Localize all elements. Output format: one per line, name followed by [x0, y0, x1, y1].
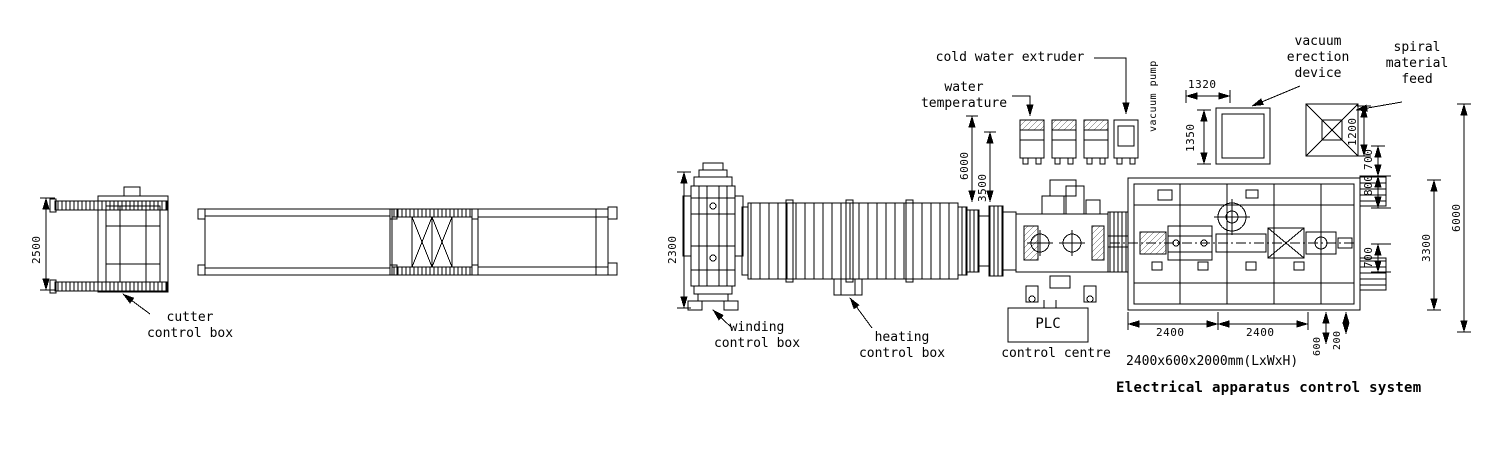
- dim-600: 600: [1312, 336, 1323, 356]
- dim-700-bottom: 700: [1362, 246, 1375, 268]
- cabinet-size-note: 2400x600x2000mm(LxWxH): [1126, 354, 1299, 369]
- dim-6000-left: 6000: [958, 151, 971, 181]
- cutter-line-drawing: [40, 186, 618, 315]
- dim-2300: 2300: [666, 235, 679, 265]
- dim-6000-right: 6000: [1450, 203, 1463, 233]
- dim-2400-right: 2400: [1246, 326, 1275, 339]
- feed-section-drawing: [1185, 85, 1403, 165]
- cutter-control-box-label: cutter control box: [146, 310, 234, 341]
- extrusion-line-drawing: [677, 57, 1139, 343]
- plc-box-text: PLC: [1035, 316, 1061, 332]
- winding-control-box-label: winding control box: [713, 320, 801, 351]
- cold-water-extruder-label: cold water extruder: [935, 50, 1085, 65]
- dim-800: 800: [1362, 174, 1375, 196]
- heating-control-box-label: heating control box: [858, 330, 946, 361]
- electrical-system-caption: Electrical apparatus control system: [1116, 380, 1422, 396]
- dim-3300: 3300: [1420, 233, 1433, 263]
- dim-1200: 1200: [1346, 117, 1359, 147]
- spiral-material-feed-label: spiral material feed: [1385, 40, 1449, 87]
- vacuum-erection-device-label: vacuum erection device: [1286, 34, 1350, 81]
- dim-2400-left: 2400: [1156, 326, 1185, 339]
- control-cabinet-drawing: [1107, 103, 1471, 345]
- dim-2500: 2500: [30, 235, 43, 265]
- dim-700-top: 700: [1362, 148, 1375, 170]
- dim-1350: 1350: [1184, 123, 1197, 153]
- control-centre-label: control centre: [1001, 346, 1111, 361]
- vacuum-pump-label: vacuum pump: [1148, 60, 1159, 132]
- dim-1320: 1320: [1188, 78, 1217, 91]
- dim-200: 200: [1332, 330, 1343, 350]
- dim-3500: 3500: [976, 173, 989, 203]
- water-temperature-label: water temperature: [920, 80, 1008, 111]
